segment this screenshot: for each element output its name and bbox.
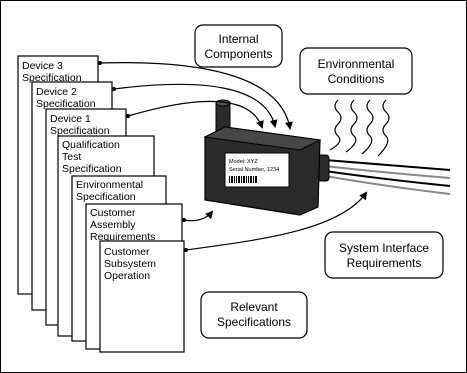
document-line: Qualification [62, 139, 120, 151]
document-line: Device 3 [22, 60, 63, 72]
device-cables [324, 159, 451, 195]
barcode-icon [229, 176, 257, 183]
callout-environmental-conditions: Environmental Conditions [299, 47, 413, 95]
document-line: Specification [36, 98, 96, 110]
document-line: Operation [104, 270, 150, 282]
arrow-customer-subsystem [185, 191, 368, 251]
arrow-customer-assembly [182, 210, 214, 222]
callout-line: Components [204, 47, 272, 61]
spec-arrows [99, 62, 368, 251]
callout-line: Specifications [217, 315, 291, 329]
device-illustration: Model: XYZ Serial Number, 1234 [203, 99, 451, 216]
document-line: Subsystem [104, 258, 156, 270]
callout-relevant-specifications: Relevant Specifications [200, 291, 308, 339]
callout-line: Environmental [318, 57, 395, 71]
document-line: Assembly [90, 219, 136, 231]
document-line: Environmental [76, 179, 143, 191]
callout-line: Internal [218, 32, 258, 46]
device-top-face [203, 126, 322, 151]
callout-system-interface-requirements: System Interface Requirements [324, 231, 444, 279]
callout-line: Requirements [347, 256, 422, 270]
document-line: Test [62, 151, 81, 163]
document-line: Requirements [90, 231, 155, 243]
document-line: Customer [90, 207, 136, 219]
arrow-device-1 [127, 100, 264, 129]
callout-internal-components: Internal Components [194, 24, 283, 68]
document-line: Specification [76, 191, 136, 203]
document-line: Device 2 [36, 86, 77, 98]
document-line: Specification [62, 163, 122, 175]
document-line: Specification [50, 125, 110, 137]
document-customer-subsystem-operation[interactable]: Customer Subsystem Operation [99, 240, 185, 353]
document-line: Customer [104, 246, 150, 258]
arrow-device-3 [99, 62, 293, 130]
callout-line: Relevant [230, 300, 278, 314]
device-model-label: Model: XYZ [229, 159, 258, 165]
document-stack: Device 3 Specification Device 2 Specific… [17, 55, 185, 353]
callout-line: Conditions [328, 72, 385, 86]
environmental-wave-lines [329, 99, 390, 157]
arrow-origin-dots [98, 61, 188, 252]
callout-line: System Interface [339, 241, 429, 255]
document-line: Device 1 [50, 113, 91, 125]
device-serial-label: Serial Number, 1234 [229, 167, 279, 173]
document-line: Specification [22, 72, 82, 84]
arrow-device-2 [113, 83, 278, 128]
